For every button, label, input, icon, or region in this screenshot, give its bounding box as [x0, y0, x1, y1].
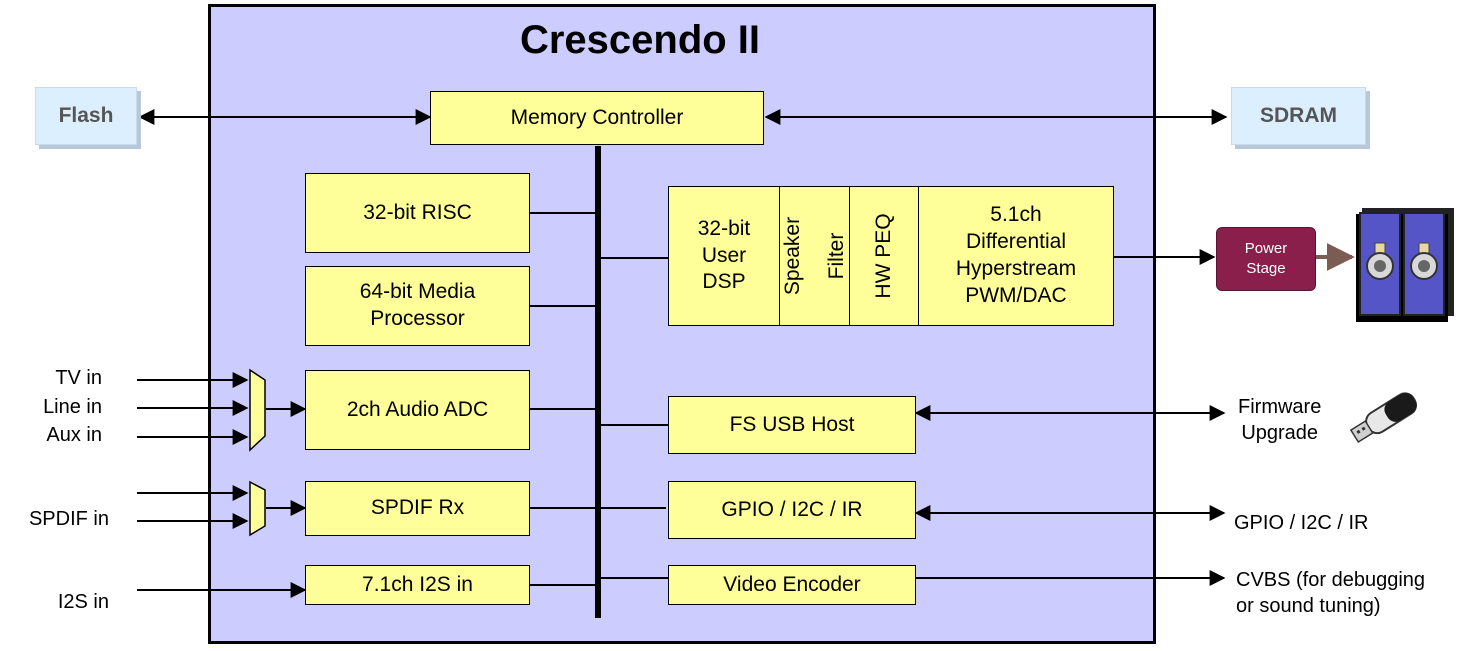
- user-dsp-line-2: User: [701, 243, 747, 267]
- speaker-filter-line-1: Speaker: [780, 216, 804, 296]
- pwm-dac-line-4: PWM/DAC: [965, 283, 1067, 307]
- memory-controller-block: Memory Controller: [430, 91, 764, 145]
- user-dsp-line-1: 32-bit: [697, 216, 751, 240]
- chip-title: Crescendo II: [519, 18, 761, 62]
- firmware-upgrade-line-1: Firmware: [1238, 396, 1322, 418]
- power-stage-line-2: Stage: [1246, 260, 1286, 277]
- usb-host-block: FS USB Host: [668, 396, 916, 454]
- media-processor-line-1: 64-bit Media: [359, 280, 476, 304]
- spdif-rx-block: SPDIF Rx: [305, 481, 530, 536]
- hw-peq-block: HW PEQ: [849, 186, 919, 326]
- audio-adc-block: 2ch Audio ADC: [305, 370, 530, 450]
- firmware-upgrade-line-2: Upgrade: [1241, 422, 1319, 444]
- power-stage-line-1: Power: [1244, 239, 1288, 257]
- gpio-output-label: GPIO / I2C / IR: [1234, 512, 1369, 534]
- speaker-filter-label: Speaker Filter: [780, 216, 848, 296]
- user-dsp-line-3: DSP: [702, 270, 746, 294]
- gpio-block: GPIO / I2C / IR: [668, 481, 916, 539]
- pwm-dac-line-2: Differential: [965, 230, 1066, 254]
- speaker-filter-line-2: Filter: [824, 232, 848, 280]
- i2s-in-block: 7.1ch I2S in: [305, 565, 530, 605]
- cvbs-label: CVBS (for debugging or sound tuning): [1236, 567, 1425, 619]
- pwm-dac-line-1: 5.1ch: [990, 203, 1042, 227]
- i2s-in-label: I2S in: [57, 591, 109, 613]
- pwm-dac-line-3: Hyperstream: [955, 257, 1077, 280]
- aux-in-label: Aux in: [46, 424, 102, 446]
- cvbs-line-2: or sound tuning): [1236, 595, 1381, 617]
- spdif-input-mux: [249, 480, 266, 537]
- analog-input-mux: [249, 368, 266, 452]
- usb-stick-icon: [1349, 392, 1418, 444]
- risc-block: 32-bit RISC: [305, 173, 530, 253]
- media-processor-line-2: Processor: [370, 307, 465, 330]
- speaker-filter-block: Speaker Filter: [779, 186, 850, 326]
- line-in-label: Line in: [43, 396, 102, 418]
- flash-box: Flash: [35, 87, 137, 145]
- cvbs-line-1: CVBS (for debugging: [1236, 569, 1426, 591]
- hw-peq-label: HW PEQ: [871, 213, 895, 299]
- sdram-box: SDRAM: [1231, 87, 1366, 145]
- speaker-icon: [1356, 208, 1454, 322]
- tv-in-label: TV in: [55, 367, 102, 389]
- video-encoder-block: Video Encoder: [668, 565, 916, 605]
- spdif-in-label: SPDIF in: [28, 508, 109, 530]
